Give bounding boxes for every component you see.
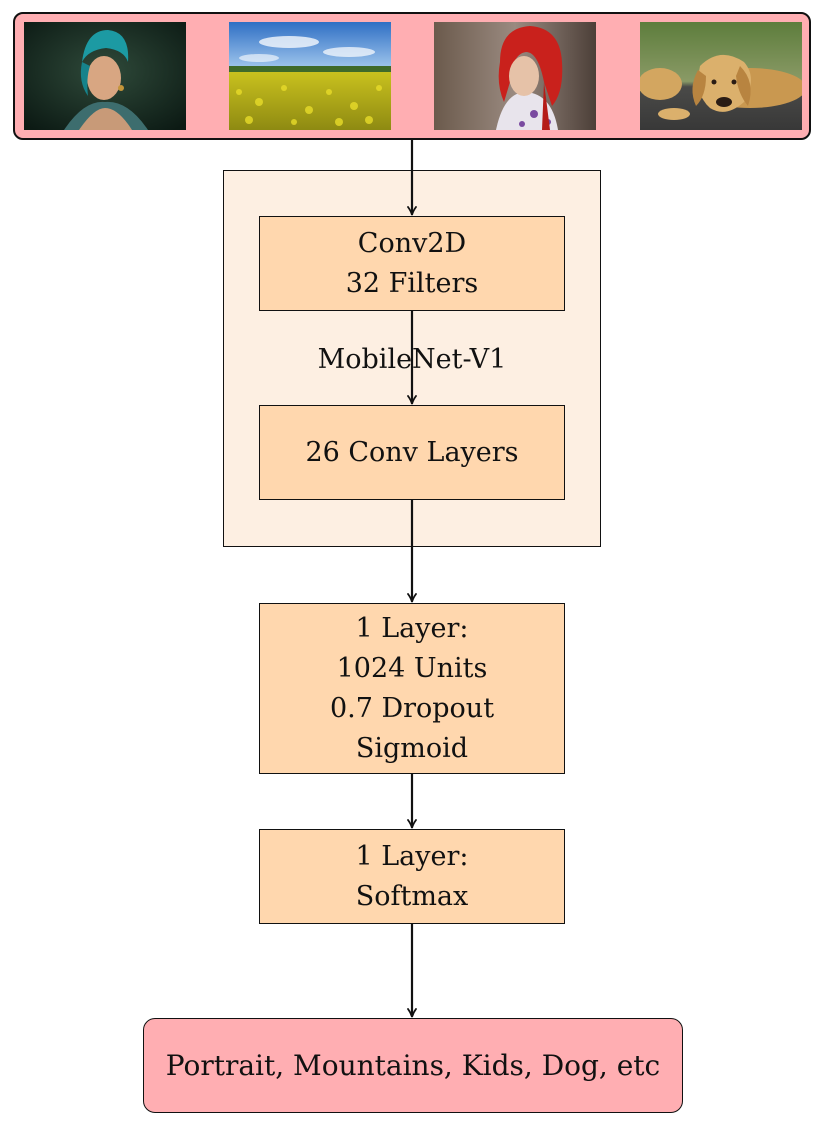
- conv-layers-label: 26 Conv Layers: [305, 436, 519, 468]
- dense-units-label: 1024 Units: [336, 652, 488, 684]
- dense-dropout-label: 0.7 Dropout: [329, 692, 495, 724]
- child-in-red-hood-photo: [434, 22, 596, 130]
- conv2d-layer-box: Conv2D 32 Filters: [259, 216, 565, 311]
- yellow-flower-field-photo: [229, 22, 391, 130]
- conv-layers-box: 26 Conv Layers: [259, 405, 565, 500]
- dense-activation-label: Sigmoid: [355, 732, 469, 764]
- softmax-label: Softmax: [355, 880, 469, 912]
- dense-layer-count: 1 Layer:: [355, 612, 469, 644]
- dense-layer-box: 1 Layer: 1024 Units 0.7 Dropout Sigmoid: [259, 603, 565, 774]
- softmax-layer-count: 1 Layer:: [355, 840, 469, 872]
- output-classes-label: Portrait, Mountains, Kids, Dog, etc: [165, 1049, 661, 1082]
- conv2d-label: Conv2D: [357, 227, 467, 259]
- mobilenet-label: MobileNet-V1: [317, 344, 507, 375]
- woman-with-headscarf-photo: [24, 22, 186, 130]
- output-classes-box: Portrait, Mountains, Kids, Dog, etc: [143, 1018, 683, 1113]
- golden-retriever-photo: [640, 22, 802, 130]
- conv2d-filters-label: 32 Filters: [345, 267, 479, 299]
- softmax-layer-box: 1 Layer: Softmax: [259, 829, 565, 924]
